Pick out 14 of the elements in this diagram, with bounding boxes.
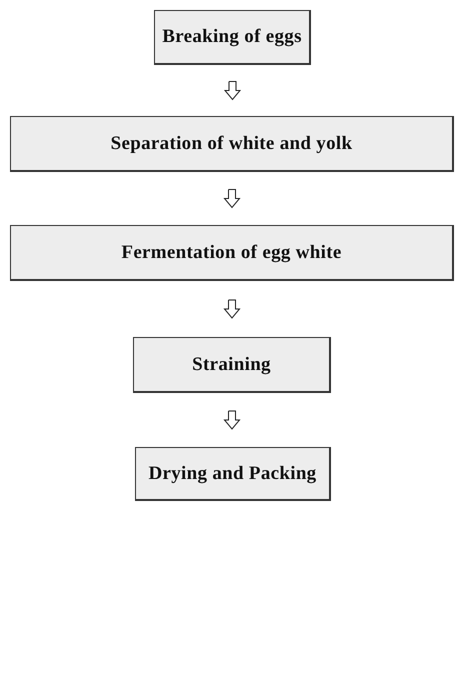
step-label: Breaking of eggs xyxy=(162,26,302,48)
step-label: Drying and Packing xyxy=(148,462,316,484)
hollow-down-arrow xyxy=(224,81,242,100)
process-box xyxy=(135,447,331,501)
hollow-down-arrow xyxy=(223,189,241,208)
process-box xyxy=(10,225,454,281)
step-label: Straining xyxy=(192,354,271,376)
process-box xyxy=(10,116,454,172)
step-label: Fermentation of egg white xyxy=(121,242,342,264)
process-box xyxy=(133,337,331,393)
hollow-down-arrow xyxy=(223,300,241,319)
process-box xyxy=(154,10,311,65)
step-label: Separation of white and yolk xyxy=(110,132,352,154)
hollow-down-arrow xyxy=(223,410,241,430)
